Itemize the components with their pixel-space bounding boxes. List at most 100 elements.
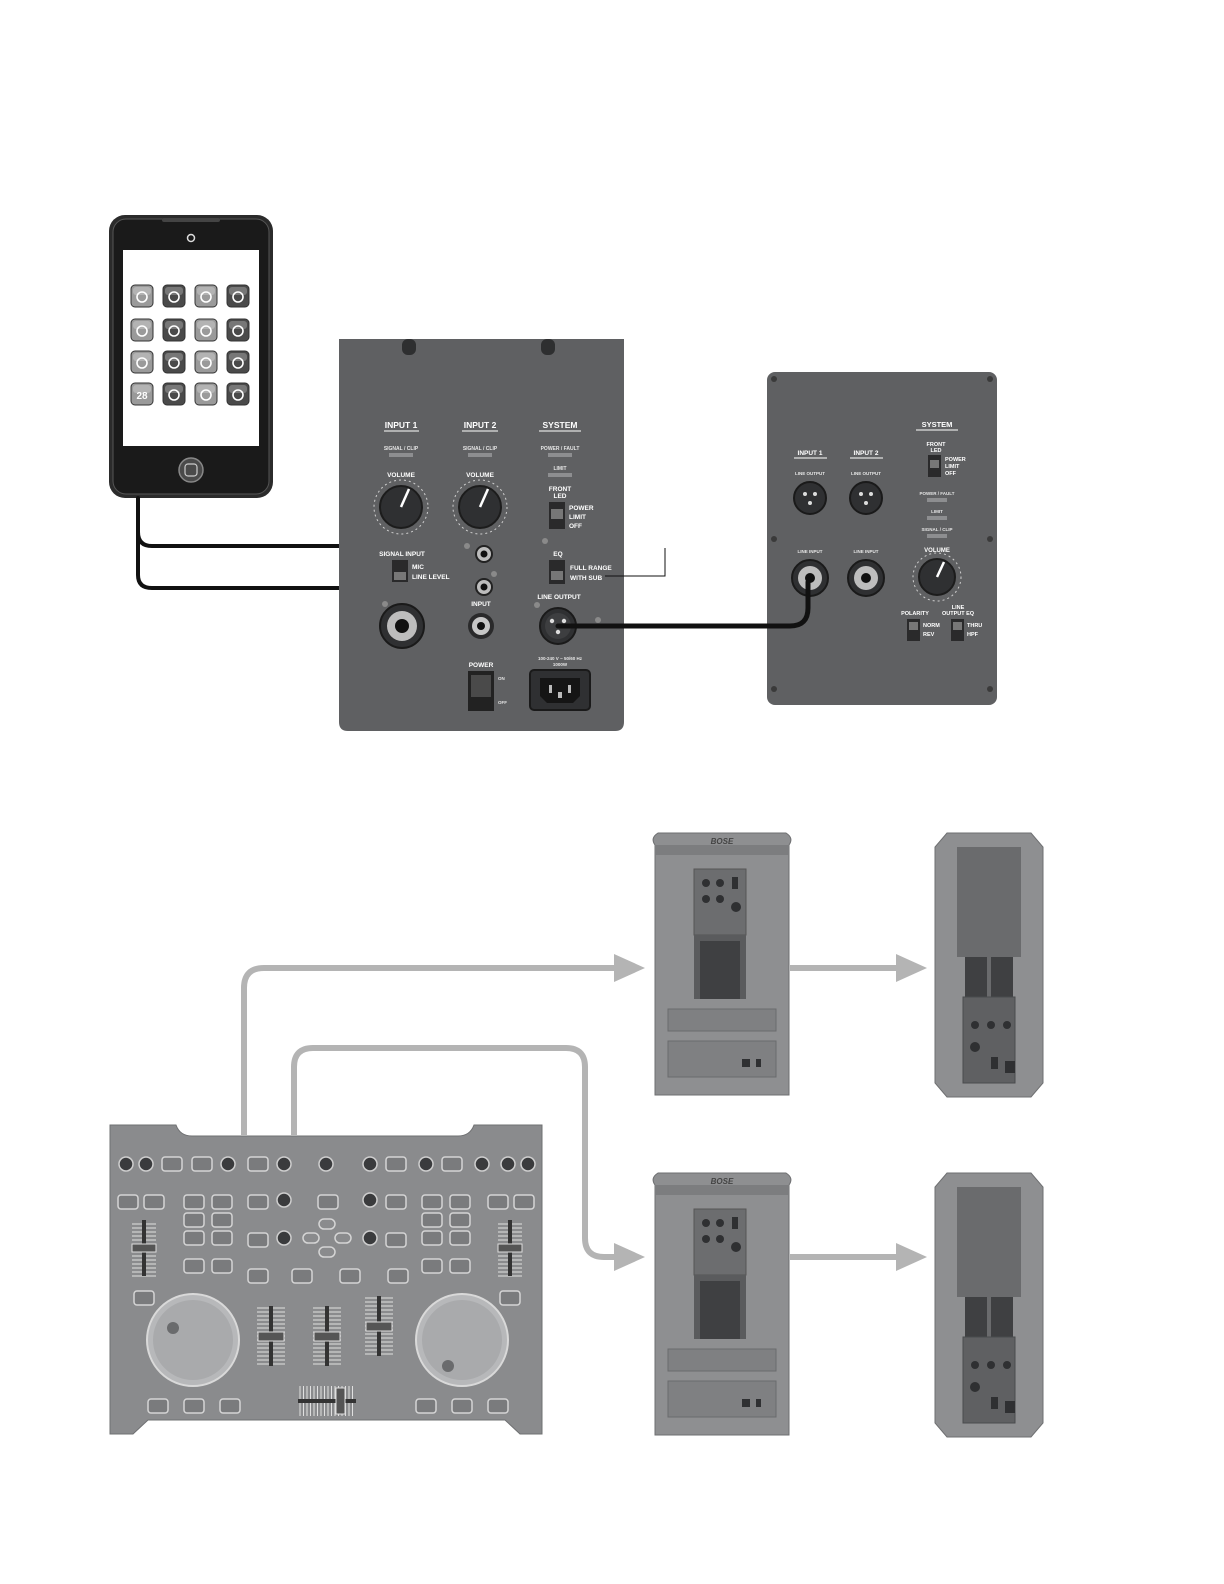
cloud-icon[interactable]: [194, 350, 218, 374]
volume-knob-2[interactable]: [452, 479, 508, 535]
dj-button[interactable]: [385, 1156, 407, 1172]
dj-pad-button[interactable]: [183, 1258, 205, 1274]
dj-eq-knob[interactable]: [276, 1192, 292, 1208]
dj-pad-button[interactable]: [183, 1194, 205, 1210]
channel-fader[interactable]: [257, 1306, 285, 1366]
dj-pad-button[interactable]: [449, 1194, 471, 1210]
dj-nav-button[interactable]: [334, 1232, 352, 1244]
dj-knob[interactable]: [220, 1156, 236, 1172]
dj-pad-button[interactable]: [421, 1212, 443, 1228]
dj-eq-knob[interactable]: [362, 1230, 378, 1246]
dj-pad-button[interactable]: [385, 1194, 407, 1210]
dj-knob[interactable]: [474, 1156, 490, 1172]
dj-knob[interactable]: [520, 1156, 536, 1172]
dj-pad-button[interactable]: [415, 1398, 437, 1414]
dj-pad-button[interactable]: [449, 1230, 471, 1246]
dj-pad-button[interactable]: [211, 1230, 233, 1246]
phone-icon[interactable]: [162, 284, 186, 308]
sun-icon[interactable]: [194, 382, 218, 406]
dj-knob[interactable]: [418, 1156, 434, 1172]
dj-pad-button[interactable]: [449, 1212, 471, 1228]
crossfader[interactable]: [298, 1386, 356, 1416]
dj-pad-button[interactable]: [387, 1268, 409, 1284]
dj-pad-button[interactable]: [117, 1194, 139, 1210]
quarter-inch-input[interactable]: [468, 613, 494, 639]
dj-pad-button[interactable]: [247, 1194, 269, 1210]
dpad-icon[interactable]: [130, 318, 154, 342]
dj-button[interactable]: [191, 1156, 213, 1172]
dj-button[interactable]: [161, 1156, 183, 1172]
polarity-switch[interactable]: [907, 619, 920, 641]
dj-pad-button[interactable]: [211, 1258, 233, 1274]
dj-pad-button[interactable]: [211, 1212, 233, 1228]
sub-front-led-switch[interactable]: [928, 455, 941, 477]
mail-icon[interactable]: [194, 318, 218, 342]
music-icon[interactable]: [162, 382, 186, 406]
dj-pad-button[interactable]: [143, 1194, 165, 1210]
dj-pad-button[interactable]: [133, 1290, 155, 1306]
dj-pad-button[interactable]: [183, 1212, 205, 1228]
dj-pad-button[interactable]: [487, 1194, 509, 1210]
camera-icon[interactable]: [162, 318, 186, 342]
dj-button[interactable]: [247, 1156, 269, 1172]
dj-button[interactable]: [441, 1156, 463, 1172]
dj-pad-button[interactable]: [421, 1194, 443, 1210]
share-icon[interactable]: [226, 350, 250, 374]
dj-eq-knob[interactable]: [362, 1192, 378, 1208]
dj-knob[interactable]: [118, 1156, 134, 1172]
dj-knob[interactable]: [362, 1156, 378, 1172]
sub-xlr-output-1[interactable]: [793, 481, 827, 515]
channel-fader[interactable]: [313, 1306, 341, 1366]
dj-pad-button[interactable]: [421, 1230, 443, 1246]
dj-pad-button[interactable]: [183, 1230, 205, 1246]
calendar-icon[interactable]: 28: [130, 382, 154, 406]
dj-nav-button[interactable]: [302, 1232, 320, 1244]
dj-pad-button[interactable]: [147, 1398, 169, 1414]
combo-input-jack[interactable]: [379, 601, 425, 649]
microphone-icon[interactable]: [226, 382, 250, 406]
dj-pad-button[interactable]: [247, 1232, 269, 1248]
eye-icon[interactable]: [162, 350, 186, 374]
input-jack-a[interactable]: [475, 545, 493, 563]
volume-knob-1[interactable]: [373, 479, 429, 535]
sub-combo-input-2[interactable]: [847, 559, 885, 597]
jog-wheel[interactable]: [146, 1293, 240, 1387]
channel-fader[interactable]: [365, 1296, 393, 1356]
sub-combo-input-1[interactable]: [791, 559, 829, 597]
dj-pad-button[interactable]: [449, 1258, 471, 1274]
sub-volume-knob[interactable]: [912, 552, 962, 602]
ruler-icon[interactable]: [130, 350, 154, 374]
line-output-eq-switch[interactable]: [951, 619, 964, 641]
dj-pad-button[interactable]: [385, 1232, 407, 1248]
pitch-fader[interactable]: [497, 1220, 523, 1277]
dj-knob[interactable]: [276, 1156, 292, 1172]
dj-pad-button[interactable]: [247, 1268, 269, 1284]
dj-pad-button[interactable]: [183, 1398, 205, 1414]
dj-nav-button[interactable]: [318, 1218, 336, 1230]
eq-switch[interactable]: [549, 560, 565, 584]
globe-icon[interactable]: [226, 318, 250, 342]
compass-icon[interactable]: [130, 284, 154, 308]
dj-knob[interactable]: [138, 1156, 154, 1172]
dj-knob[interactable]: [500, 1156, 516, 1172]
dj-knob[interactable]: [318, 1156, 334, 1172]
iec-power-inlet[interactable]: [529, 669, 591, 711]
at-icon[interactable]: [226, 284, 250, 308]
jog-wheel[interactable]: [415, 1293, 509, 1387]
sub-xlr-output-2[interactable]: [849, 481, 883, 515]
dj-pad-button[interactable]: [421, 1258, 443, 1274]
dj-pad-button[interactable]: [291, 1268, 313, 1284]
input-jack-b[interactable]: [475, 578, 493, 596]
dj-eq-knob[interactable]: [276, 1230, 292, 1246]
power-switch[interactable]: [468, 671, 494, 711]
dj-pad-button[interactable]: [513, 1194, 535, 1210]
front-led-switch[interactable]: [549, 502, 565, 529]
dj-pad-button[interactable]: [219, 1398, 241, 1414]
signal-input-switch[interactable]: [392, 560, 408, 582]
dj-pad-button[interactable]: [339, 1268, 361, 1284]
dj-pad-button[interactable]: [499, 1290, 521, 1306]
dj-nav-button[interactable]: [318, 1246, 336, 1258]
dj-pad-button[interactable]: [451, 1398, 473, 1414]
chat-icon[interactable]: [194, 284, 218, 308]
home-button[interactable]: [178, 457, 204, 483]
